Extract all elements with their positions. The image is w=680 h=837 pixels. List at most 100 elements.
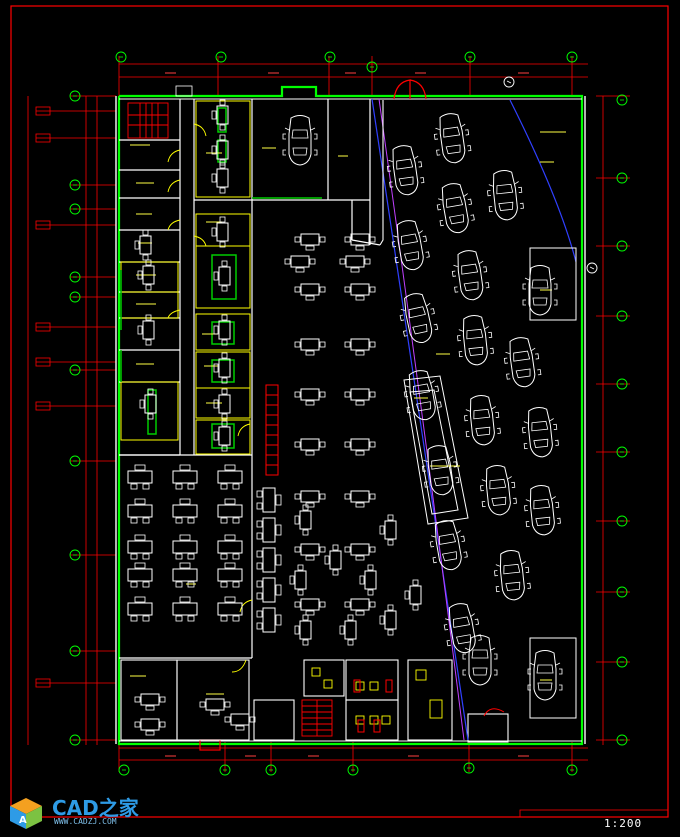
- workstation-desk: [217, 464, 243, 490]
- showroom-car: [384, 142, 426, 198]
- showroom-car: [522, 483, 563, 538]
- showroom-car: [282, 115, 318, 166]
- showroom-car: [492, 548, 533, 603]
- showroom-car: [478, 463, 519, 518]
- office-desk: [294, 543, 326, 561]
- showroom-car: [462, 393, 503, 448]
- car-display-boxes: [529, 247, 577, 719]
- meeting-table: [213, 352, 231, 384]
- aisle-chair: [256, 487, 282, 513]
- showroom-car: [527, 650, 563, 701]
- meeting-table: [213, 260, 231, 292]
- bottom-rooms: [120, 659, 509, 743]
- office-desk: [379, 604, 397, 636]
- office-desk: [294, 598, 326, 616]
- showroom-car: [455, 313, 496, 368]
- office-desk: [294, 233, 326, 251]
- showroom-car: [462, 635, 498, 686]
- left-dimensions: [27, 95, 116, 745]
- showroom-car: [395, 290, 441, 347]
- office-desk: [344, 388, 376, 406]
- showroom-car: [433, 180, 477, 237]
- office-desk: [344, 338, 376, 356]
- room-label-marks: [130, 131, 566, 695]
- workstation-desk: [127, 498, 153, 524]
- logo-url: WWW.CADZJ.COM: [54, 817, 117, 826]
- workstation-desk: [172, 596, 198, 622]
- office-desk: [344, 598, 376, 616]
- workstation-desk: [127, 464, 153, 490]
- office-desk: [294, 338, 326, 356]
- workstation-desk: [127, 534, 153, 560]
- workstation-desk: [127, 596, 153, 622]
- stair-top-left: [127, 102, 169, 139]
- bottom-red-fixtures: [353, 679, 505, 733]
- workstation-desk: [172, 534, 198, 560]
- logo-name: CAD之家: [52, 796, 139, 820]
- exterior-walls: [115, 85, 586, 746]
- office-desk: [344, 283, 376, 301]
- office-desk: [284, 255, 316, 273]
- lobby-seating: [199, 698, 231, 716]
- office-desk: [379, 514, 397, 546]
- workstation-desk: [217, 596, 243, 622]
- meeting-table: [211, 162, 229, 194]
- meeting-table: [213, 420, 231, 452]
- office-desk: [344, 543, 376, 561]
- lobby-seating: [134, 693, 166, 711]
- meeting-table: [137, 314, 155, 346]
- stair-bottom: [301, 699, 333, 737]
- office-desk: [294, 504, 312, 536]
- scale-label: 1:200: [604, 817, 643, 830]
- office-desk: [344, 438, 376, 456]
- office-desk: [294, 438, 326, 456]
- drawing-frame: [10, 5, 669, 818]
- ramp-curve-blue: [509, 99, 577, 263]
- meeting-table: [213, 314, 231, 346]
- aisle-chair: [256, 547, 282, 573]
- office-desk: [339, 255, 371, 273]
- office-desk: [344, 490, 376, 508]
- right-dimensions: [596, 95, 630, 745]
- aisle-chair: [256, 517, 282, 543]
- left-axis-bubbles: [69, 90, 81, 746]
- workstation-desk: [172, 562, 198, 588]
- showroom-car: [431, 110, 473, 166]
- showroom-car: [388, 217, 432, 274]
- office-desk: [359, 564, 377, 596]
- aisle-chair: [256, 607, 282, 633]
- svg-text:A: A: [19, 815, 27, 826]
- title-block: [519, 809, 669, 818]
- showroom-inner-wall: [379, 100, 384, 246]
- workstation-desk: [217, 498, 243, 524]
- office-desk: [294, 388, 326, 406]
- showroom-car: [449, 247, 491, 303]
- left-elevation-tags: [35, 106, 51, 688]
- cube-logo-icon: A: [10, 798, 42, 829]
- office-desk: [289, 564, 307, 596]
- office-desk: [404, 579, 422, 611]
- door-swings: [167, 123, 253, 673]
- display-shelf: [265, 384, 279, 476]
- office-desk: [294, 490, 326, 508]
- workstation-desk: [217, 534, 243, 560]
- showroom-car: [426, 517, 470, 574]
- workstation-desk: [172, 464, 198, 490]
- top-dimensions: [118, 56, 588, 772]
- dimension-text-marks: [165, 72, 529, 757]
- office-desk: [324, 544, 342, 576]
- showroom-car: [520, 405, 561, 460]
- green-partitions: [120, 107, 322, 449]
- lobby-seating: [134, 718, 166, 736]
- workstation-desk: [172, 498, 198, 524]
- lobby-seating: [224, 713, 256, 731]
- site-logo[interactable]: A CAD之家 WWW.CADZJ.COM: [8, 792, 168, 832]
- right-axis-bubbles: [586, 94, 628, 746]
- office-desk: [339, 614, 357, 646]
- showroom-car: [485, 168, 526, 223]
- meeting-table: [134, 229, 152, 261]
- aisle-chair: [256, 577, 282, 603]
- workstation-desk: [217, 562, 243, 588]
- showroom-car: [501, 334, 543, 390]
